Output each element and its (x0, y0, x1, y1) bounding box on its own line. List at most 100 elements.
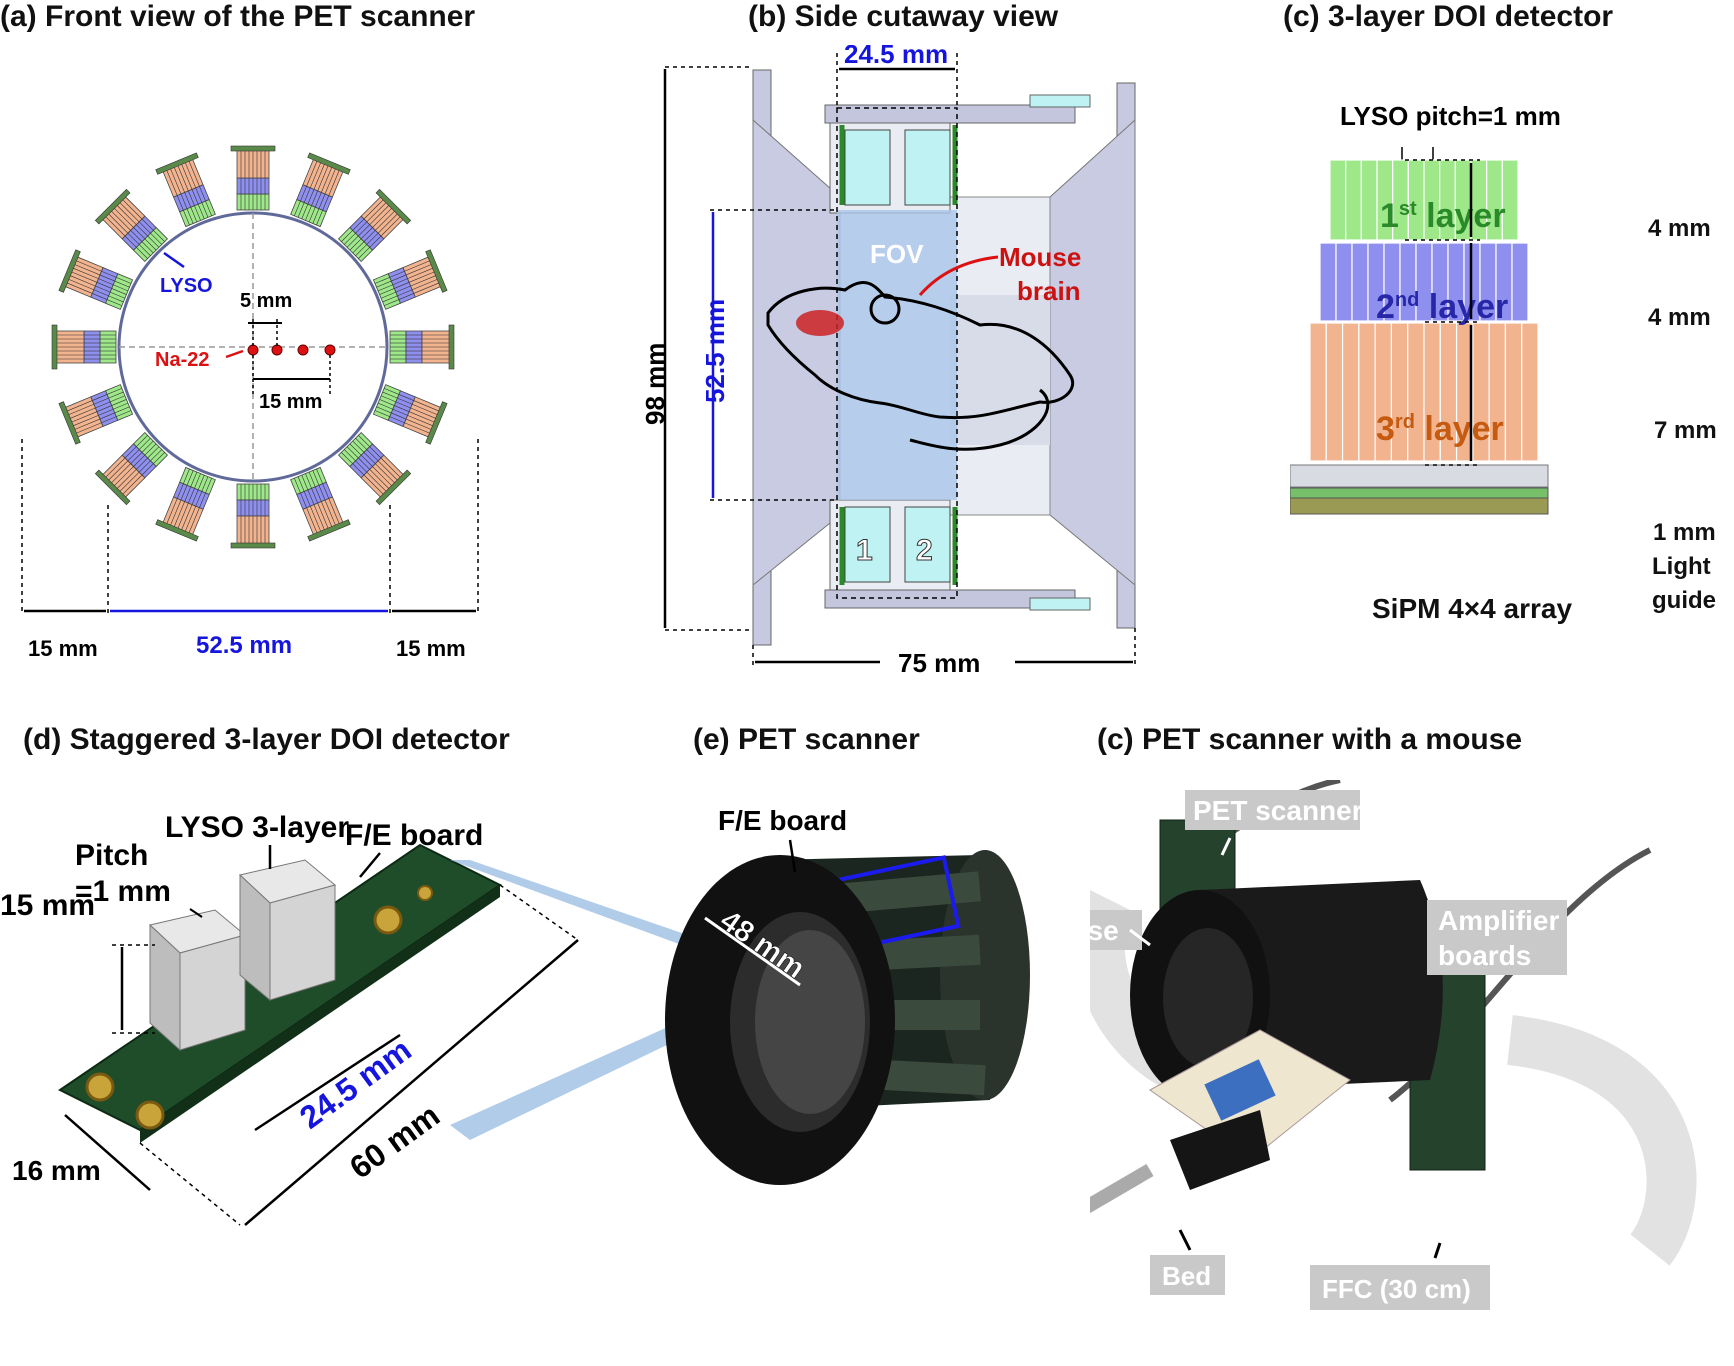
left-label: 15 mm (28, 636, 98, 661)
detector-module (58, 249, 134, 310)
crystal-element (1358, 322, 1376, 462)
crystal-element (1329, 159, 1347, 241)
layer-2-depth: 4 mm (1648, 304, 1711, 331)
detector-module (290, 152, 351, 228)
detector-module (372, 384, 448, 445)
length-label: 75 mm (898, 648, 980, 678)
crystal-element (1345, 159, 1362, 241)
crystal-element (1521, 322, 1539, 462)
panel-c-title: (c) 3-layer DOI detector (1283, 0, 1614, 33)
length-245-dimension (254, 1033, 401, 1132)
micrometer (1090, 1163, 1154, 1214)
light-guide-label-2: guide (1652, 587, 1716, 614)
lyso-3-layer-label: LYSO 3-layer (165, 811, 349, 844)
height-label: 98 mm (640, 343, 670, 425)
pet-scanner-photo: 48 mm F/E board (665, 805, 1030, 1185)
scanner-label: PET scanner (1193, 795, 1363, 826)
span-label: 15 mm (259, 391, 322, 413)
crystal-element (1341, 322, 1360, 462)
fe-board-label: F/E board (718, 805, 847, 836)
scanner-with-mouse-photo: PET scanner Mouse Amplifier boards Bed F… (1090, 780, 1697, 1310)
ring-2-bottom (904, 506, 951, 583)
detector-module (337, 188, 412, 263)
front-view-diagram: 5 mm 15 mm LYSO Na-22 15 mm 52.5 mm 15 m… (21, 145, 479, 661)
crystal-element (1309, 322, 1327, 462)
bore-dimension (704, 916, 801, 987)
detector-module (94, 431, 169, 506)
staggered-detector-photo: F/E board LYSO 3-layer Pitch =1 mm 15 mm… (0, 811, 579, 1226)
width-label: 16 mm (12, 1155, 101, 1186)
ffc-label: FFC (30 cm) (1322, 1274, 1471, 1304)
fov-region (837, 210, 957, 500)
na22-label: Na-22 (155, 349, 209, 371)
detector-module (51, 324, 117, 370)
ring-1-label: 1 (856, 534, 873, 567)
detector-module (337, 431, 412, 506)
bore-height-label: 52.5 mm (700, 299, 730, 403)
pitch-label-1: Pitch (75, 839, 148, 872)
source-point (271, 344, 283, 356)
step-label: 5 mm (240, 290, 292, 312)
bore-label: 52.5 mm (196, 632, 292, 659)
length-60-dimension (244, 939, 579, 1226)
detector-ring (51, 145, 455, 549)
width-dimension (64, 1114, 151, 1191)
ffc-ribbon (1506, 1015, 1697, 1266)
mouse-brain (796, 310, 844, 336)
amplifier-label-1: Amplifier (1438, 905, 1559, 936)
length-60-label: 60 mm (343, 1097, 446, 1186)
layer-1-crystals (1329, 159, 1519, 241)
detector-module (389, 324, 455, 370)
detector-module (155, 152, 216, 228)
layer-2-crystals (1319, 242, 1529, 322)
lyso-block-1 (179, 934, 246, 1051)
detector-module (58, 384, 134, 445)
source-point (324, 344, 336, 356)
right-label: 15 mm (396, 636, 466, 661)
crystal-element (1325, 322, 1344, 462)
fe-board-label: F/E board (345, 819, 483, 852)
layer-3-label: 3rd layer (1376, 410, 1504, 448)
sipm-array (1290, 497, 1549, 515)
side-cutaway-diagram: FOV Mouse brain 1 2 24.5 mm 98 mm 52.5 m… (640, 45, 1136, 678)
bed-label: Bed (1162, 1261, 1211, 1291)
layer-1-depth: 4 mm (1648, 215, 1711, 242)
layer-2-label: 2nd layer (1376, 288, 1508, 326)
mouse-label-2: brain (1017, 276, 1081, 306)
detector-module (230, 145, 276, 211)
panel-d-title: (d) Staggered 3-layer DOI detector (23, 723, 510, 756)
crystal-element (1501, 159, 1519, 241)
mouse-label: Mouse (1090, 915, 1119, 946)
mouse-label-1: Mouse (999, 242, 1081, 272)
light-guide-label-1: Light (1652, 553, 1711, 580)
crystal-element (1504, 322, 1523, 462)
mouse-outline (766, 280, 1074, 420)
pitch-label-2: =1 mm (75, 875, 171, 908)
brain-arrow (918, 255, 999, 296)
height-label: 15 mm (0, 889, 95, 922)
layer-1-label: 1st layer (1380, 197, 1506, 235)
panel-a-title: (a) Front view of the PET scanner (0, 0, 476, 33)
layer-3-crystals (1309, 322, 1539, 462)
ring-2-top (904, 129, 951, 206)
amplifier-label-2: boards (1438, 940, 1531, 971)
light-guide (1290, 464, 1549, 488)
panel-e-title: (e) PET scanner (693, 723, 920, 756)
crystal-element (1360, 159, 1378, 241)
pitch-label: LYSO pitch=1 mm (1340, 101, 1561, 131)
sipm-label: SiPM 4×4 array (1372, 593, 1573, 624)
lyso-label: LYSO (160, 275, 213, 297)
lyso-block-2 (269, 884, 336, 1001)
detector-module (230, 483, 276, 549)
doi-detector-diagram: LYSO pitch=1 mm 1st layer 2nd layer 3rd … (1290, 101, 1561, 515)
panel-b-title: (b) Side cutaway view (748, 0, 1059, 33)
width-label: 24.5 mm (844, 45, 948, 69)
fov-label: FOV (870, 239, 924, 269)
crystal-element (1335, 242, 1353, 322)
light-guide-thickness: 1 mm (1653, 519, 1716, 546)
ring-2-label: 2 (916, 534, 933, 567)
layer-3-depth: 7 mm (1654, 417, 1717, 444)
detector-module (94, 188, 169, 263)
source-point (297, 344, 309, 356)
panel-f-title: (c) PET scanner with a mouse (1097, 723, 1523, 756)
